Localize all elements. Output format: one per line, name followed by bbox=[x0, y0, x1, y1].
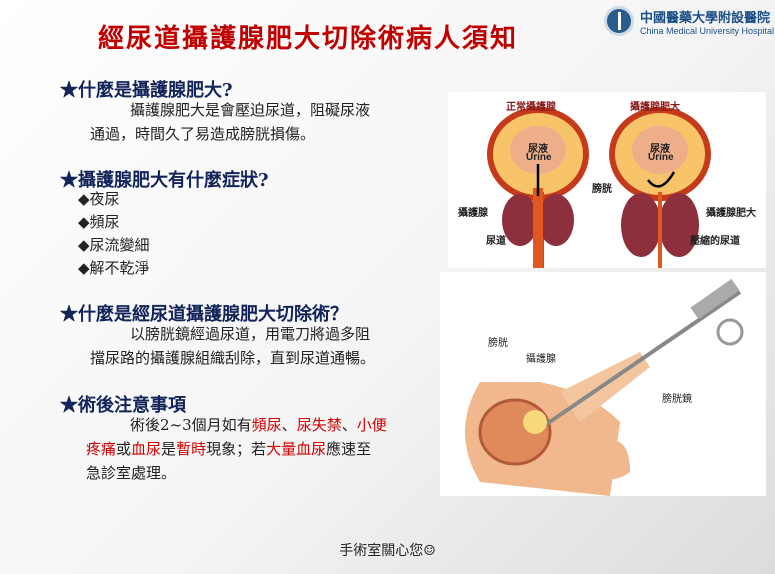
symptom-item: ◆尿流變細 bbox=[78, 236, 150, 254]
label-urine-zh-2: 尿液 bbox=[650, 144, 670, 155]
label-urine-en-2: Urine bbox=[648, 152, 674, 163]
heading-symptoms: ★攝護腺肥大有什麼症狀? bbox=[60, 170, 269, 191]
heading-what-is-bph: ★什麼是攝護腺肥大? bbox=[60, 80, 233, 101]
label-prostate: 攝護腺 bbox=[458, 208, 488, 219]
label-urine-zh: 尿液 bbox=[528, 144, 548, 155]
postop-line-2: 疼痛或血尿是暫時現象；若大量血尿應速至 bbox=[86, 440, 372, 458]
label-prostate: 攝護腺 bbox=[526, 354, 556, 365]
label-cystoscope: 膀胱鏡 bbox=[662, 394, 692, 405]
logo-zh: 中國醫藥大學附設醫院 bbox=[640, 10, 771, 26]
body-line: 以膀胱鏡經過尿道，用電刀將過多阻 bbox=[130, 325, 371, 343]
label-bladder: 膀胱 bbox=[488, 338, 508, 349]
postop-line-1: 術後2~3個月如有頻尿、尿失禁、小便 bbox=[130, 416, 387, 434]
label-urethra: 尿道 bbox=[486, 236, 506, 247]
heading-turp: ★什麼是經尿道攝護腺肥大切除術？ bbox=[60, 304, 348, 325]
footer-text: 手術室關心您☺ bbox=[339, 543, 436, 559]
turp-procedure-figure: 膀胱 攝護腺 膀胱鏡 bbox=[440, 272, 766, 496]
symptom-item: ◆頻尿 bbox=[78, 213, 120, 231]
prostate-comparison-figure: 正常攝護腺 攝護腺肥大 尿液 Urine 尿液 Urine 膀胱 攝護腺 尿道 … bbox=[448, 92, 766, 268]
prostate-illustration bbox=[487, 107, 711, 268]
heading-postop: ★術後注意事項 bbox=[60, 395, 186, 416]
cystoscope-illustration bbox=[465, 278, 744, 496]
label-compressed-urethra: 壓縮的尿道 bbox=[690, 236, 740, 247]
label-enlarged-prostate: 攝護腺肥大 bbox=[706, 208, 756, 219]
label-enlarged-prostate-title: 攝護腺肥大 bbox=[630, 102, 680, 113]
symptom-item: ◆解不乾淨 bbox=[78, 259, 150, 277]
hospital-seal-icon bbox=[604, 6, 634, 36]
body-line: 攝護腺肥大是會壓迫尿道，阻礙尿液 bbox=[130, 101, 371, 119]
logo-en: China Medical University Hospital bbox=[640, 25, 775, 36]
label-bladder: 膀胱 bbox=[592, 184, 612, 195]
label-normal-prostate: 正常攝護腺 bbox=[506, 102, 556, 113]
postop-line-3: 急診室處理。 bbox=[86, 464, 177, 482]
body-line: 擋尿路的攝護腺組織刮除，直到尿道通暢。 bbox=[90, 349, 376, 367]
body-line: 通過，時間久了易造成膀胱損傷。 bbox=[90, 125, 316, 143]
symptom-item: ◆夜尿 bbox=[78, 190, 120, 208]
label-urine-en: Urine bbox=[526, 152, 552, 163]
page-title: 經尿道攝護腺肥大切除術病人須知 bbox=[98, 24, 519, 54]
